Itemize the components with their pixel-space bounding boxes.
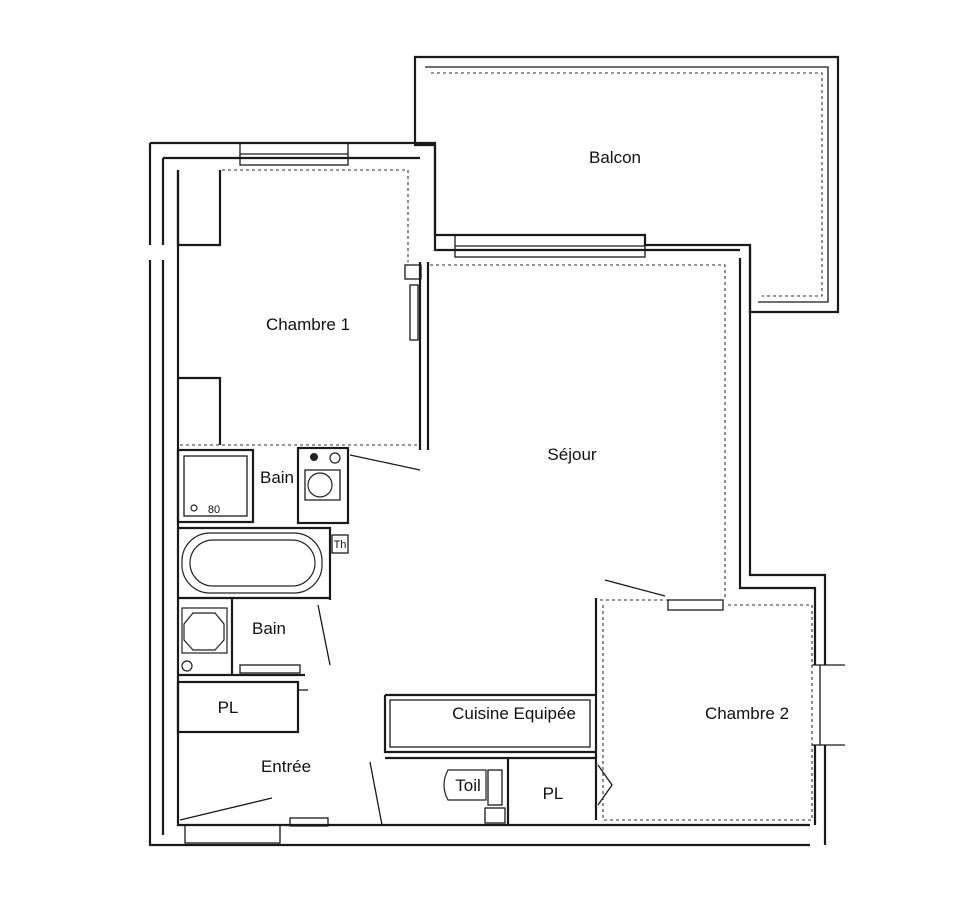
toilet-room <box>369 756 613 826</box>
label-bain-lower: Bain <box>252 619 286 638</box>
bathroom-lower <box>178 526 349 677</box>
label-balcon: Balcon <box>589 148 641 167</box>
chambre1-walls <box>176 169 430 471</box>
label-entree: Entrée <box>261 757 311 776</box>
label-shower-size: 80 <box>208 504 220 516</box>
chambre2-walls <box>602 604 813 821</box>
sejour-walls <box>430 264 726 820</box>
pl-entree-closet <box>176 680 308 734</box>
kitchen-counter <box>383 693 596 754</box>
label-bain-upper: Bain <box>260 468 294 487</box>
label-cuisine: Cuisine Equipée <box>452 704 576 723</box>
bathroom-upper <box>176 446 350 525</box>
label-pl-entree: PL <box>218 698 239 717</box>
exterior-walls <box>148 141 845 847</box>
label-sejour: Séjour <box>547 445 596 464</box>
label-toilettes: Toil <box>455 776 481 795</box>
label-chambre1: Chambre 1 <box>266 315 350 334</box>
label-chambre2: Chambre 2 <box>705 704 789 723</box>
entry-door <box>179 797 329 844</box>
balcony-outline <box>413 55 840 314</box>
label-pl-toilettes: PL <box>543 784 564 803</box>
windows <box>239 142 646 258</box>
label-water-heater: Th <box>334 539 347 551</box>
